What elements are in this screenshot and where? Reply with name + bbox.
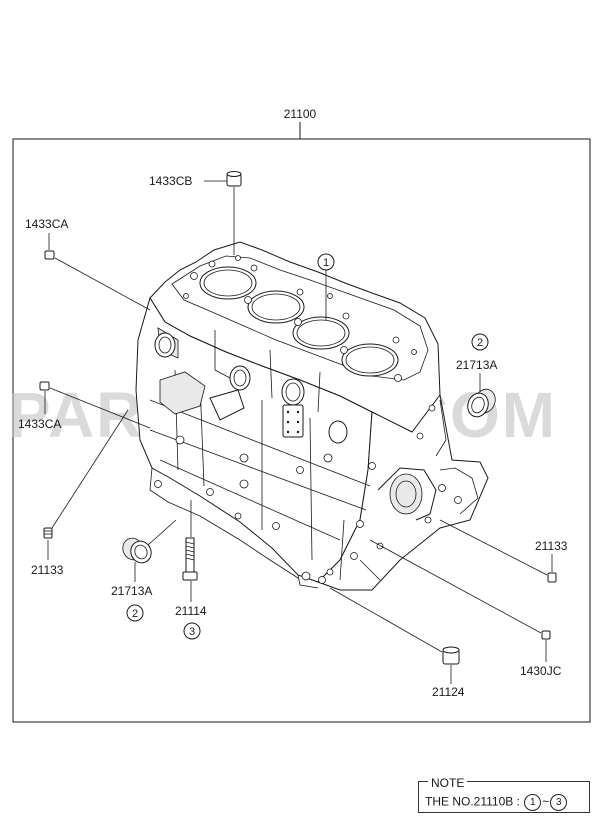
dowel-21133-left[interactable] [43,527,53,539]
leader-1430jc-axis [369,539,542,634]
svg-text:2: 2 [477,337,483,349]
assembly-frame [12,138,591,723]
part-label-1430jc[interactable]: 1430JC [520,664,562,678]
callout-1[interactable]: 1 [317,253,335,271]
svg-text:2: 2 [132,608,138,620]
note-range-end-circle: 3 [550,794,568,811]
svg-text:1: 1 [323,257,329,269]
part-label-21713a-right[interactable]: 21713A [456,358,497,372]
part-label-1433ca-top[interactable]: 1433CA [25,217,68,231]
part-label-21124[interactable]: 21124 [432,685,465,699]
seal-21713a-right[interactable] [464,386,498,419]
callout-3[interactable]: 3 [183,622,201,640]
pin-1430jc[interactable] [541,630,551,640]
part-label-21133-right[interactable]: 21133 [535,539,568,553]
part-label-21133-left[interactable]: 21133 [31,563,64,577]
note-title: NOTE [428,776,468,790]
part-label-21713a-left[interactable]: 21713A [111,584,152,598]
callout-2-left[interactable]: 2 [126,604,144,622]
sleeve-21124[interactable] [442,646,460,665]
note-range-start-circle: 1 [524,794,542,811]
plug-1433ca-left[interactable] [39,381,50,391]
leader-1433ca-left-axis [49,387,151,429]
seal-21713a-left[interactable] [119,535,154,566]
svg-text:3: 3 [189,626,195,638]
note-prefix: THE NO.21110B : [425,794,520,809]
leader-21124-axis [329,587,443,653]
plug-1433ca-top[interactable] [44,250,55,260]
cylinder-block [135,241,489,591]
bolt-21114[interactable] [182,537,198,581]
leader-21133-right-axis [439,519,548,576]
part-label-1433cb[interactable]: 1433CB [149,174,192,188]
part-label-21114[interactable]: 21114 [175,604,207,618]
note-range-separator: ~ [542,794,550,809]
note-text: THE NO.21110B : 1~3 [425,794,568,811]
leader-21133-left-axis [51,409,129,529]
callout-2-right[interactable]: 2 [471,333,489,351]
leader-1433ca-top-axis [54,257,151,311]
assembly-part-number[interactable]: 21100 [284,107,317,121]
leader-21713a-left-axis [147,519,177,546]
plug-1433cb[interactable] [226,171,242,187]
part-label-1433ca-left[interactable]: 1433CA [18,417,61,431]
dowel-21133-right[interactable] [547,572,557,583]
